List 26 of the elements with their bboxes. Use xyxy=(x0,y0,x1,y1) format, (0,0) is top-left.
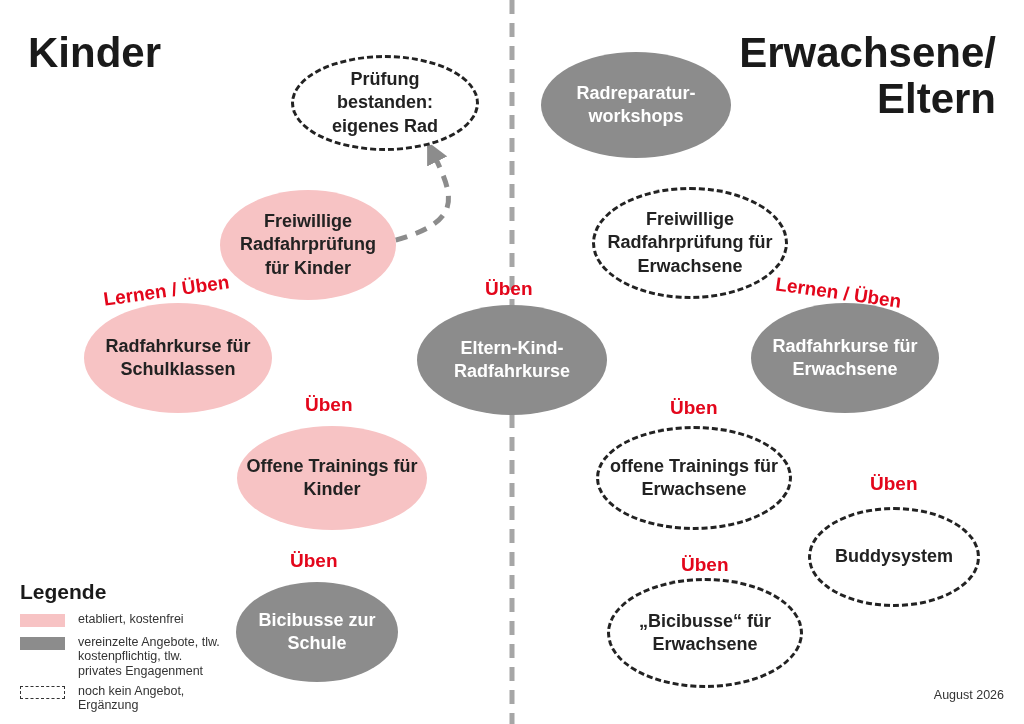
node-label: Offene Trainings für Kinder xyxy=(245,454,419,501)
node-label: Buddysystem xyxy=(833,545,954,569)
legend-label: vereinzelte Angebote, tlw. kostenpflichtig, tlw. privates Engagenment xyxy=(78,635,221,679)
node-label: Radreparatur-workshops xyxy=(575,81,697,128)
node-label: Radfahrkurse für Schulklassen xyxy=(104,334,252,381)
section-title: Kinder xyxy=(28,30,162,77)
practice-label: Üben xyxy=(290,550,338,572)
node-label: Prüfung bestanden: eigenes Rad xyxy=(330,67,439,138)
practice-label: Üben xyxy=(305,394,353,416)
practice-label: Lernen / Üben xyxy=(774,273,903,313)
node-label: Radfahrkurse für Erwachsene xyxy=(771,334,919,381)
date-note: August 2026 xyxy=(932,688,1004,702)
legend-label: etabliert, kostenfrei xyxy=(78,612,185,627)
node-label: offene Trainings für Erwachsene xyxy=(609,454,779,501)
node-label: Bicibusse zur Schule xyxy=(257,608,377,655)
legend-title: Legende xyxy=(20,580,108,604)
legend-label: noch kein Angebot, Ergänzung xyxy=(78,684,186,713)
practice-label: Üben xyxy=(681,554,729,576)
practice-label: Üben xyxy=(670,397,718,419)
section-title: Erwachsene/ Eltern xyxy=(738,30,996,123)
node-label: „Bicibusse“ für Erwachsene xyxy=(638,609,772,656)
node-label: Eltern-Kind-Radfahrkurse xyxy=(452,336,571,383)
node-label: Freiwillige Radfahrprüfung für Erwachsene xyxy=(606,207,774,278)
practice-label: Lernen / Üben xyxy=(102,271,231,311)
practice-label: Üben xyxy=(485,278,533,300)
practice-label: Üben xyxy=(870,473,918,495)
